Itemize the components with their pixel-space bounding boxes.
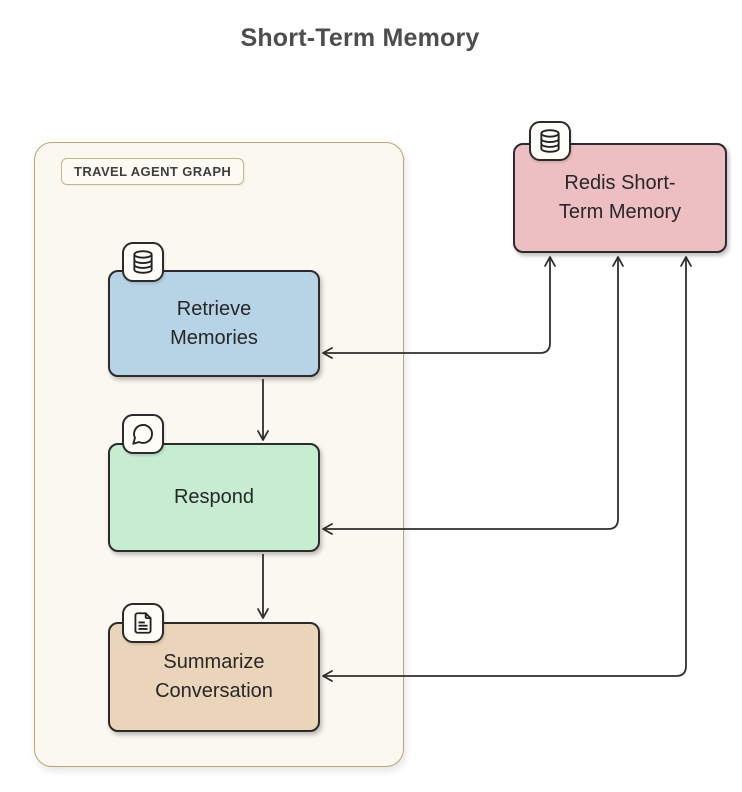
node-label: Redis Short- Term Memory [558,172,682,223]
chat-bubble-icon [132,424,153,445]
graph-label: TRAVEL AGENT GRAPH [61,158,245,185]
node-icon-badge [122,603,164,643]
node-icon-badge [122,414,164,454]
node-summarize-conversation: Summarize Conversation [108,603,320,732]
node-icon-badge [529,121,571,161]
node-label: Summarize Conversation [155,651,273,702]
node-label: Retrieve Memories [170,297,258,349]
node-retrieve-memories: Retrieve Memories [108,242,320,377]
page-title: Short-Term Memory [240,24,480,52]
node-label: Respond [173,486,255,508]
node-respond: Respond [108,414,320,552]
node-icon-badge [122,242,164,282]
database-icon [133,250,153,274]
database-icon [540,129,560,153]
node-redis-short-term-memory: Redis Short- Term Memory [513,121,727,253]
document-icon [134,612,152,634]
